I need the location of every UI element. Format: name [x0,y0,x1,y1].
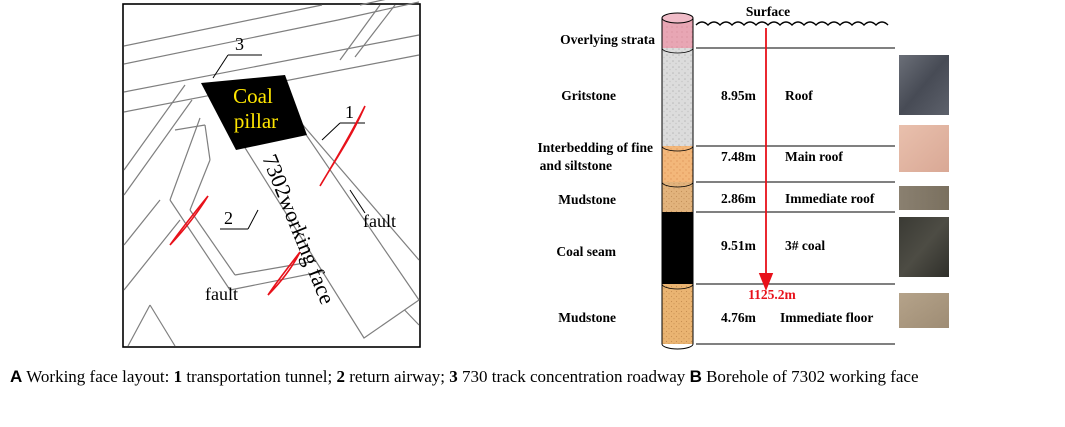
coal-pillar [201,75,307,150]
label-gritstone: Roof [785,88,813,103]
caption-label-b: B [689,367,702,386]
label-mudstone-roof: Immediate roof [785,191,875,206]
photo-coal [899,217,949,277]
fault-left-shape [169,195,209,246]
photo-interbedding [899,125,949,172]
photo-mudstone-roof [899,186,949,210]
caption-text-2: return airway; [344,367,450,386]
layer-name-overlying: Overlying strata [560,32,655,47]
faults [169,105,366,296]
thickness-coal: 9.51m [721,238,757,253]
fault-bottom-label: fault [205,284,238,304]
figure-canvas: Coal pillar 7302working face 3 1 2 fault… [122,0,949,350]
label-3-leader [212,54,229,79]
caption-a-text: Working face layout: [22,367,174,386]
label-interbedding: Main roof [785,149,843,164]
layer-mudstone-roof [662,182,693,212]
caption-num-2: 2 [336,367,345,386]
label-1-leader [321,122,341,141]
label-1: 1 [345,102,354,122]
fault-bottom-shape [267,251,301,296]
cylinder-outline [661,18,694,350]
photo-gritstone [899,55,949,115]
label-coal: 3# coal [785,238,825,253]
thickness-mudstone-roof: 2.86m [721,191,757,206]
fault-right-shape [319,105,366,187]
layer-gritstone [662,48,693,146]
fault-right-leader [349,189,366,214]
label-2-leader [247,209,259,230]
table-lines [696,47,895,345]
layer-name-gritstone: Gritstone [561,88,616,103]
layer-interbedding [662,146,693,182]
layer-name-interbedding-2: and siltstone [540,158,612,173]
caption-text-1: transportation tunnel; [182,367,337,386]
layer-coal [662,212,693,284]
caption-label-a: A [10,367,23,386]
layer-name-interbedding-1: Interbedding of fine [537,140,653,155]
thickness-gritstone: 8.95m [721,88,757,103]
layer-boundaries [661,47,694,290]
layer-name-coal: Coal seam [556,244,616,259]
borehole-panel: Surface Overlying strata [537,4,949,350]
caption-text-3: 730 track concentration roadway [457,367,690,386]
layer-mudstone-floor [662,284,693,344]
thickness-interbedding: 7.48m [721,149,757,164]
surface-line [695,21,889,26]
layer-name-mudstone-roof: Mudstone [558,192,616,207]
fault-right-label: fault [363,211,396,231]
layout-panel: Coal pillar 7302working face 3 1 2 fault… [122,0,421,348]
depth-label: 1125.2m [748,287,796,302]
layer-name-mudstone-floor: Mudstone [558,310,616,325]
coal-pillar-label-2: pillar [234,109,278,133]
label-2: 2 [224,208,233,228]
figure-caption: A Working face layout: 1 transportation … [10,363,1060,390]
caption-num-3: 3 [449,367,458,386]
surface-label: Surface [746,4,790,19]
photo-mudstone-floor [899,293,949,328]
label-3: 3 [235,34,244,54]
caption-num-1: 1 [173,367,183,386]
label-mudstone-floor: Immediate floor [780,310,873,325]
cylinder-top [661,12,694,24]
thickness-mudstone-floor: 4.76m [721,310,757,325]
caption-b-text: Borehole of 7302 working face [701,367,919,386]
coal-pillar-label-1: Coal [233,84,273,108]
